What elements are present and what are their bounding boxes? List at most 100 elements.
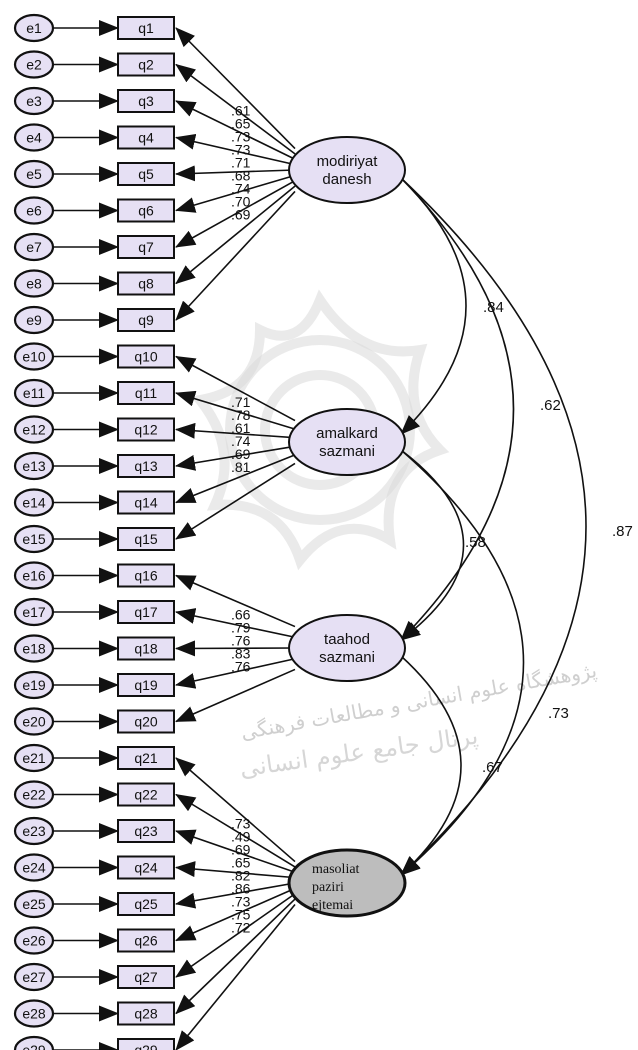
item-label: q19 <box>134 677 158 693</box>
error-ellipse <box>13 853 55 882</box>
item-box <box>117 636 175 661</box>
covariance-arc-f3-f4 <box>381 637 462 876</box>
error-node: e9 <box>13 305 55 335</box>
error-label: e27 <box>22 969 46 985</box>
error-label: e25 <box>22 896 46 912</box>
item-box <box>117 454 175 478</box>
error-node: e22 <box>13 780 55 809</box>
loading-coefficient: .71 <box>231 155 251 171</box>
covariance-arc-f1-f4 <box>381 159 587 876</box>
item-label: q1 <box>138 20 154 36</box>
covariance-arc-f1-f3 <box>382 158 515 641</box>
error-label: e29 <box>22 1042 46 1050</box>
item-node: q7 <box>117 235 175 259</box>
loading-coefficient: .86 <box>231 881 251 897</box>
loading-path-arrow <box>175 185 296 285</box>
loading-path-arrow <box>175 898 296 1015</box>
error-label: e1 <box>26 20 42 36</box>
item-box <box>117 344 175 369</box>
item-node: q2 <box>117 52 175 77</box>
error-label: e2 <box>26 57 42 73</box>
loading-coefficient: .73 <box>231 142 251 158</box>
item-label: q2 <box>138 57 154 73</box>
item-label: q6 <box>138 203 154 219</box>
error-label: e6 <box>26 203 42 219</box>
item-box <box>117 782 175 807</box>
latent-label-line: sazmani <box>319 443 375 460</box>
item-box <box>117 417 175 442</box>
error-ellipse <box>13 999 55 1028</box>
error-label: e21 <box>22 750 46 766</box>
error-ellipse <box>13 634 55 663</box>
item-box <box>117 1001 175 1026</box>
item-node: q12 <box>117 417 175 442</box>
loading-coefficient: .61 <box>231 103 251 119</box>
error-label: e15 <box>22 531 46 547</box>
error-label: e13 <box>22 458 46 474</box>
error-label: e4 <box>26 130 42 146</box>
item-label: q9 <box>138 312 154 328</box>
loading-coefficient: .76 <box>231 633 251 649</box>
item-box <box>117 709 175 734</box>
item-box <box>117 162 175 186</box>
path-lines <box>53 20 296 1050</box>
item-node: q21 <box>117 746 175 770</box>
loading-coefficient: .65 <box>231 116 251 132</box>
loading-coefficient: .71 <box>231 394 251 410</box>
error-label: e5 <box>26 166 42 182</box>
error-ellipse <box>13 1035 55 1050</box>
item-label: q3 <box>138 93 154 109</box>
item-box <box>117 746 175 770</box>
error-ellipse <box>13 196 55 225</box>
loading-coefficient: .49 <box>231 829 251 845</box>
loading-coefficient: .78 <box>231 407 251 423</box>
loading-path-arrow <box>175 63 296 155</box>
item-node: q19 <box>117 673 175 697</box>
error-ellipse <box>13 13 55 43</box>
loading-path-arrow <box>175 454 296 504</box>
latent-ellipse <box>287 848 407 918</box>
loading-path-arrow <box>175 861 296 879</box>
latent-label-line: amalkard <box>316 425 378 442</box>
item-node: q14 <box>117 490 175 515</box>
error-node: e8 <box>13 269 55 298</box>
item-node: q8 <box>117 271 175 296</box>
error-node: e14 <box>13 488 55 517</box>
loading-path-arrow <box>175 190 296 321</box>
latent-label-line: modiriyat <box>317 153 379 170</box>
loading-path-arrow <box>175 445 296 471</box>
loading-path-arrow <box>175 887 296 942</box>
item-box <box>117 490 175 515</box>
latent-label-line: paziri <box>312 880 344 895</box>
coefficient-labels: .61.65.73.73.71.68.74.70.69.71.78.61.74.… <box>231 103 633 936</box>
covariance-value: .58 <box>465 534 486 551</box>
item-box <box>117 892 175 916</box>
item-node: q25 <box>117 892 175 916</box>
item-node: q18 <box>117 636 175 661</box>
covariance-arc-f2-f3 <box>381 432 465 641</box>
error-ellipse <box>13 743 55 773</box>
loading-path-arrow <box>175 757 296 863</box>
latent-label-line: ejtemai <box>312 898 353 913</box>
loading-coefficient: .69 <box>231 842 251 858</box>
loading-coefficient: .61 <box>231 420 251 436</box>
error-node: e25 <box>13 889 55 919</box>
item-node: q3 <box>117 89 175 113</box>
item-label: q24 <box>134 860 158 876</box>
item-box <box>117 527 175 551</box>
loading-coefficient: .73 <box>231 816 251 832</box>
item-box <box>117 89 175 113</box>
item-node: q4 <box>117 125 175 150</box>
error-node: e15 <box>13 524 55 554</box>
loading-coefficient: .76 <box>231 659 251 675</box>
error-node: e26 <box>13 926 55 955</box>
error-ellipse <box>13 670 55 700</box>
error-node: e29 <box>13 1035 55 1050</box>
error-node: e19 <box>13 670 55 700</box>
loading-coefficient: .82 <box>231 868 251 884</box>
error-label: e10 <box>22 349 46 365</box>
error-ellipse <box>13 597 55 627</box>
